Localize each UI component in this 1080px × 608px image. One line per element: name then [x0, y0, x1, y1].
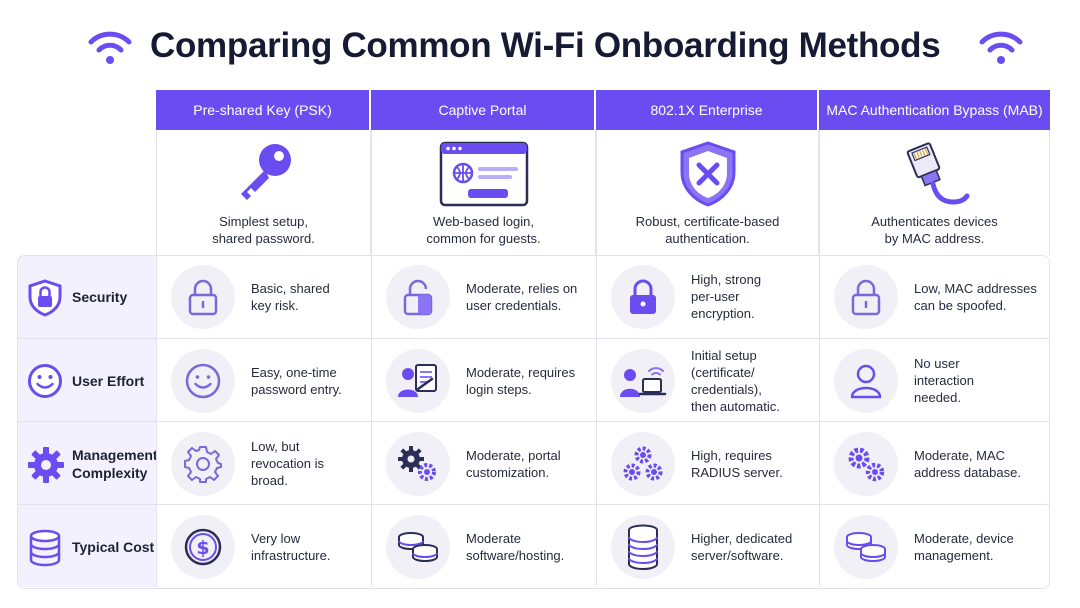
- icon-circle: [834, 432, 898, 496]
- cell-captive-cost: Moderate software/hosting.: [371, 504, 596, 587]
- row-label-text: Security: [72, 288, 128, 305]
- cell-text: Higher, dedicated server/software.: [691, 530, 793, 563]
- cell-text: Low, but revocation is broad.: [251, 439, 324, 488]
- smiley-icon: [185, 363, 221, 399]
- lock-icon: [188, 279, 218, 316]
- cell-text: Low, MAC addresses can be spoofed.: [914, 280, 1037, 313]
- user-laptop-icon: [620, 367, 667, 397]
- column-intro-captive-portal: Web-based login, common for guests.: [371, 130, 596, 255]
- row-label-management-complexity: Management Complexity: [17, 421, 158, 504]
- icon-circle: [611, 265, 675, 329]
- row-label-typical-cost: Typical Cost: [17, 504, 156, 587]
- cell-text: Moderate, MAC address database.: [914, 447, 1021, 480]
- comparison-table: Pre-shared Key (PSK) Captive Portal 802.…: [17, 90, 1050, 590]
- gears-icon: [848, 447, 885, 482]
- title-row: Comparing Common Wi-Fi Onboarding Method…: [0, 24, 1080, 74]
- smiley-icon: [28, 364, 62, 398]
- cell-8021x-user-effort: Initial setup (certificate/ credentials)…: [596, 338, 819, 421]
- column-intro-psk: Simplest setup, shared password.: [156, 130, 371, 255]
- column-summary: Robust, certificate-based authentication…: [635, 214, 780, 246]
- cell-text: Moderate, device management.: [914, 530, 1014, 563]
- icon-circle: [386, 432, 450, 496]
- icon-circle: [611, 515, 675, 579]
- browser-window-icon: [439, 141, 528, 207]
- svg-text:$: $: [196, 537, 209, 559]
- column-intro-mab: Authenticates devices by MAC address.: [819, 130, 1050, 255]
- column-summary: Web-based login, common for guests.: [426, 214, 541, 246]
- user-icon: [850, 364, 882, 399]
- unlocked-icon: [403, 279, 433, 316]
- coin-stack-icon: [846, 532, 886, 563]
- dollar-coin-icon: $: [184, 528, 222, 566]
- icon-circle: [386, 265, 450, 329]
- column-header-mab: MAC Authentication Bypass (MAB): [819, 90, 1050, 130]
- server-stack-icon: [628, 524, 658, 570]
- cell-text: Moderate software/hosting.: [466, 530, 565, 563]
- cell-captive-security: Moderate, relies on user credentials.: [371, 255, 596, 338]
- icon-circle: [611, 349, 675, 413]
- icon-circle: $: [171, 515, 235, 579]
- column-header-psk: Pre-shared Key (PSK): [156, 90, 371, 130]
- lock-icon: [851, 279, 881, 316]
- user-form-icon: [398, 364, 437, 397]
- cell-text: Easy, one-time password entry.: [251, 364, 342, 397]
- lock-icon: [630, 279, 656, 314]
- icon-circle: [386, 349, 450, 413]
- shield-x-icon: [680, 141, 735, 207]
- page-title: Comparing Common Wi-Fi Onboarding Method…: [150, 26, 941, 65]
- icon-circle: [171, 432, 235, 496]
- icon-circle: [834, 515, 898, 579]
- cell-text: Very low infrastructure.: [251, 530, 331, 563]
- gear-icon: [28, 447, 64, 483]
- cell-8021x-cost: Higher, dedicated server/software.: [596, 504, 819, 587]
- shield-lock-icon: [28, 279, 62, 317]
- key-icon: [240, 144, 291, 200]
- cell-8021x-management: High, requires RADIUS server.: [596, 421, 819, 504]
- cell-psk-security: Basic, shared key risk.: [156, 255, 371, 338]
- coin-stack-icon: [398, 532, 438, 563]
- cell-mab-cost: Moderate, device management.: [819, 504, 1050, 587]
- cell-mab-security: Low, MAC addresses can be spoofed.: [819, 255, 1050, 338]
- cell-text: No user interaction needed.: [914, 356, 974, 405]
- row-label-text: Typical Cost: [72, 538, 155, 555]
- cell-mab-user-effort: No user interaction needed.: [819, 338, 1050, 421]
- column-intro-8021x: Robust, certificate-based authentication…: [596, 130, 819, 255]
- icon-circle: [834, 349, 898, 413]
- cell-psk-user-effort: Easy, one-time password entry.: [156, 338, 371, 421]
- cell-text: Moderate, requires login steps.: [466, 364, 576, 397]
- gear-icon: [184, 446, 222, 483]
- cell-psk-cost: $ Very low infrastructure.: [156, 504, 371, 587]
- cell-captive-management: Moderate, portal customization.: [371, 421, 596, 504]
- icon-circle: [611, 432, 675, 496]
- icon-circle: [834, 265, 898, 329]
- column-header-8021x: 802.1X Enterprise: [596, 90, 819, 130]
- cell-psk-management: Low, but revocation is broad.: [156, 421, 371, 504]
- column-summary: Simplest setup, shared password.: [212, 214, 315, 246]
- cell-8021x-security: High, strong per-user encryption.: [596, 255, 819, 338]
- gears-icon: [623, 446, 663, 481]
- cell-text: High, strong per-user encryption.: [691, 272, 762, 321]
- cell-text: Moderate, relies on user credentials.: [466, 280, 578, 313]
- cell-text: High, requires RADIUS server.: [691, 447, 783, 480]
- cell-text: Basic, shared key risk.: [251, 280, 330, 313]
- database-icon: [29, 529, 61, 567]
- cell-text: Moderate, portal customization.: [466, 447, 561, 480]
- column-summary: Authenticates devices by MAC address.: [871, 214, 998, 246]
- row-label-security: Security: [17, 255, 156, 338]
- wifi-icon: [979, 31, 1023, 64]
- icon-circle: [386, 515, 450, 579]
- icon-circle: [171, 349, 235, 413]
- row-label-text: User Effort: [72, 372, 145, 389]
- icon-circle: [171, 265, 235, 329]
- ethernet-cable-icon: [906, 142, 969, 205]
- column-header-captive-portal: Captive Portal: [371, 90, 596, 130]
- cell-captive-user-effort: Moderate, requires login steps.: [371, 338, 596, 421]
- cell-text: Initial setup (certificate/ credentials)…: [691, 347, 780, 414]
- row-label-user-effort: User Effort: [17, 338, 156, 421]
- gears-icon: [398, 446, 436, 481]
- wifi-icon: [88, 31, 132, 64]
- cell-mab-management: Moderate, MAC address database.: [819, 421, 1050, 504]
- row-label-text: Management Complexity: [72, 446, 158, 481]
